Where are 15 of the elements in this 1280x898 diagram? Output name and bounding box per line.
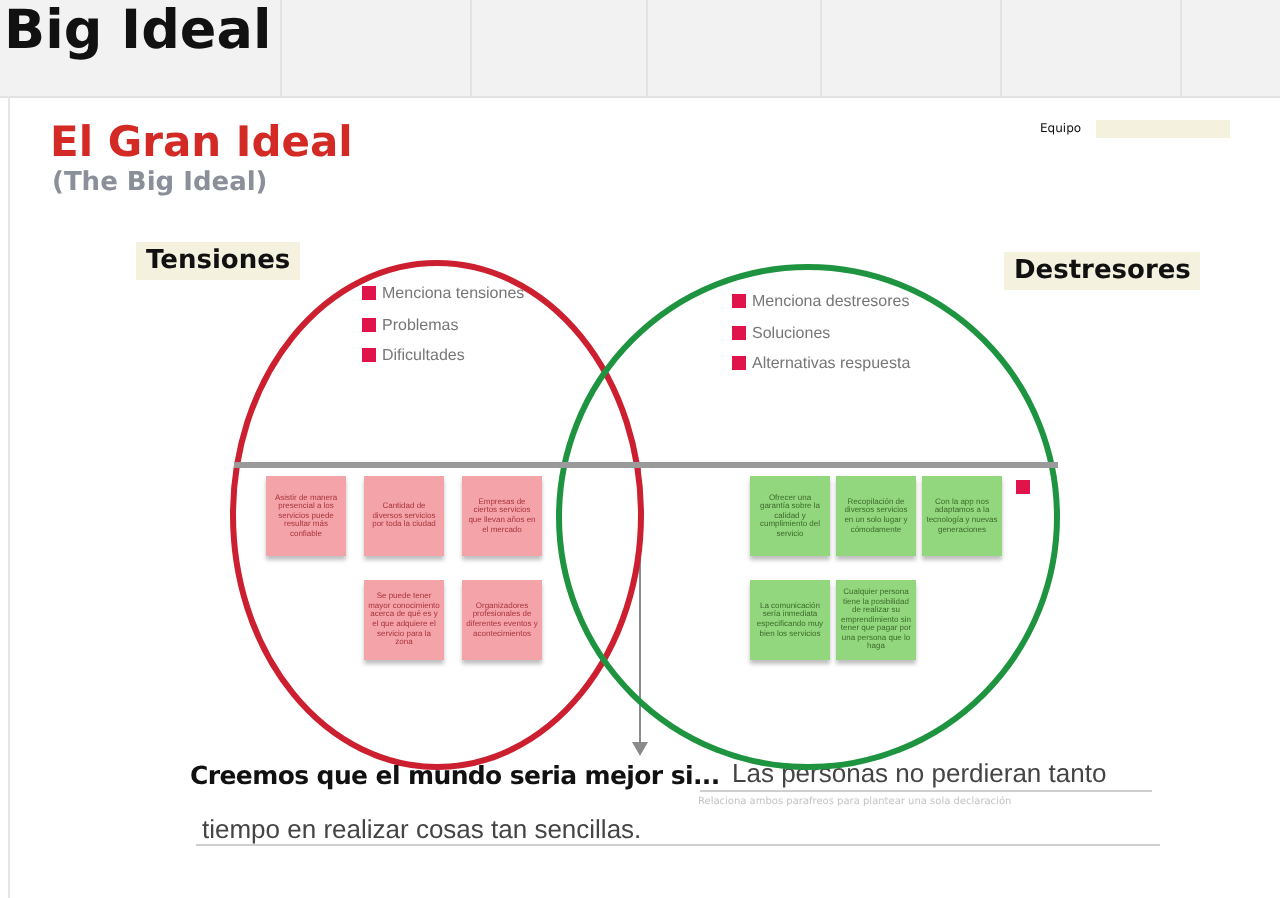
subtitle: (The Big Ideal) [52, 168, 268, 198]
bullet-item: Menciona destresores [732, 292, 910, 310]
section-label: Tensiones [136, 242, 301, 280]
bullet-item: Alternativas respuesta [732, 354, 911, 372]
bullet-item: Soluciones [732, 323, 831, 341]
bullet-item: Menciona tensiones [362, 284, 525, 302]
section-label: Destresores [1004, 252, 1201, 290]
diagram-title: El Gran Ideal [50, 118, 353, 166]
statement-prompt: Creemos que el mundo seria mejor si... [190, 760, 720, 790]
bullet-item: Problemas [362, 315, 459, 333]
answer-text: Las personas no perdieran tanto [732, 758, 1107, 788]
divider-bar [234, 462, 1058, 468]
bullet-item: Dificultades [362, 346, 465, 364]
page-heading: Big Ideal [4, 0, 272, 62]
answer-text: tiempo en realizar cosas tan sencillas. [202, 814, 642, 844]
